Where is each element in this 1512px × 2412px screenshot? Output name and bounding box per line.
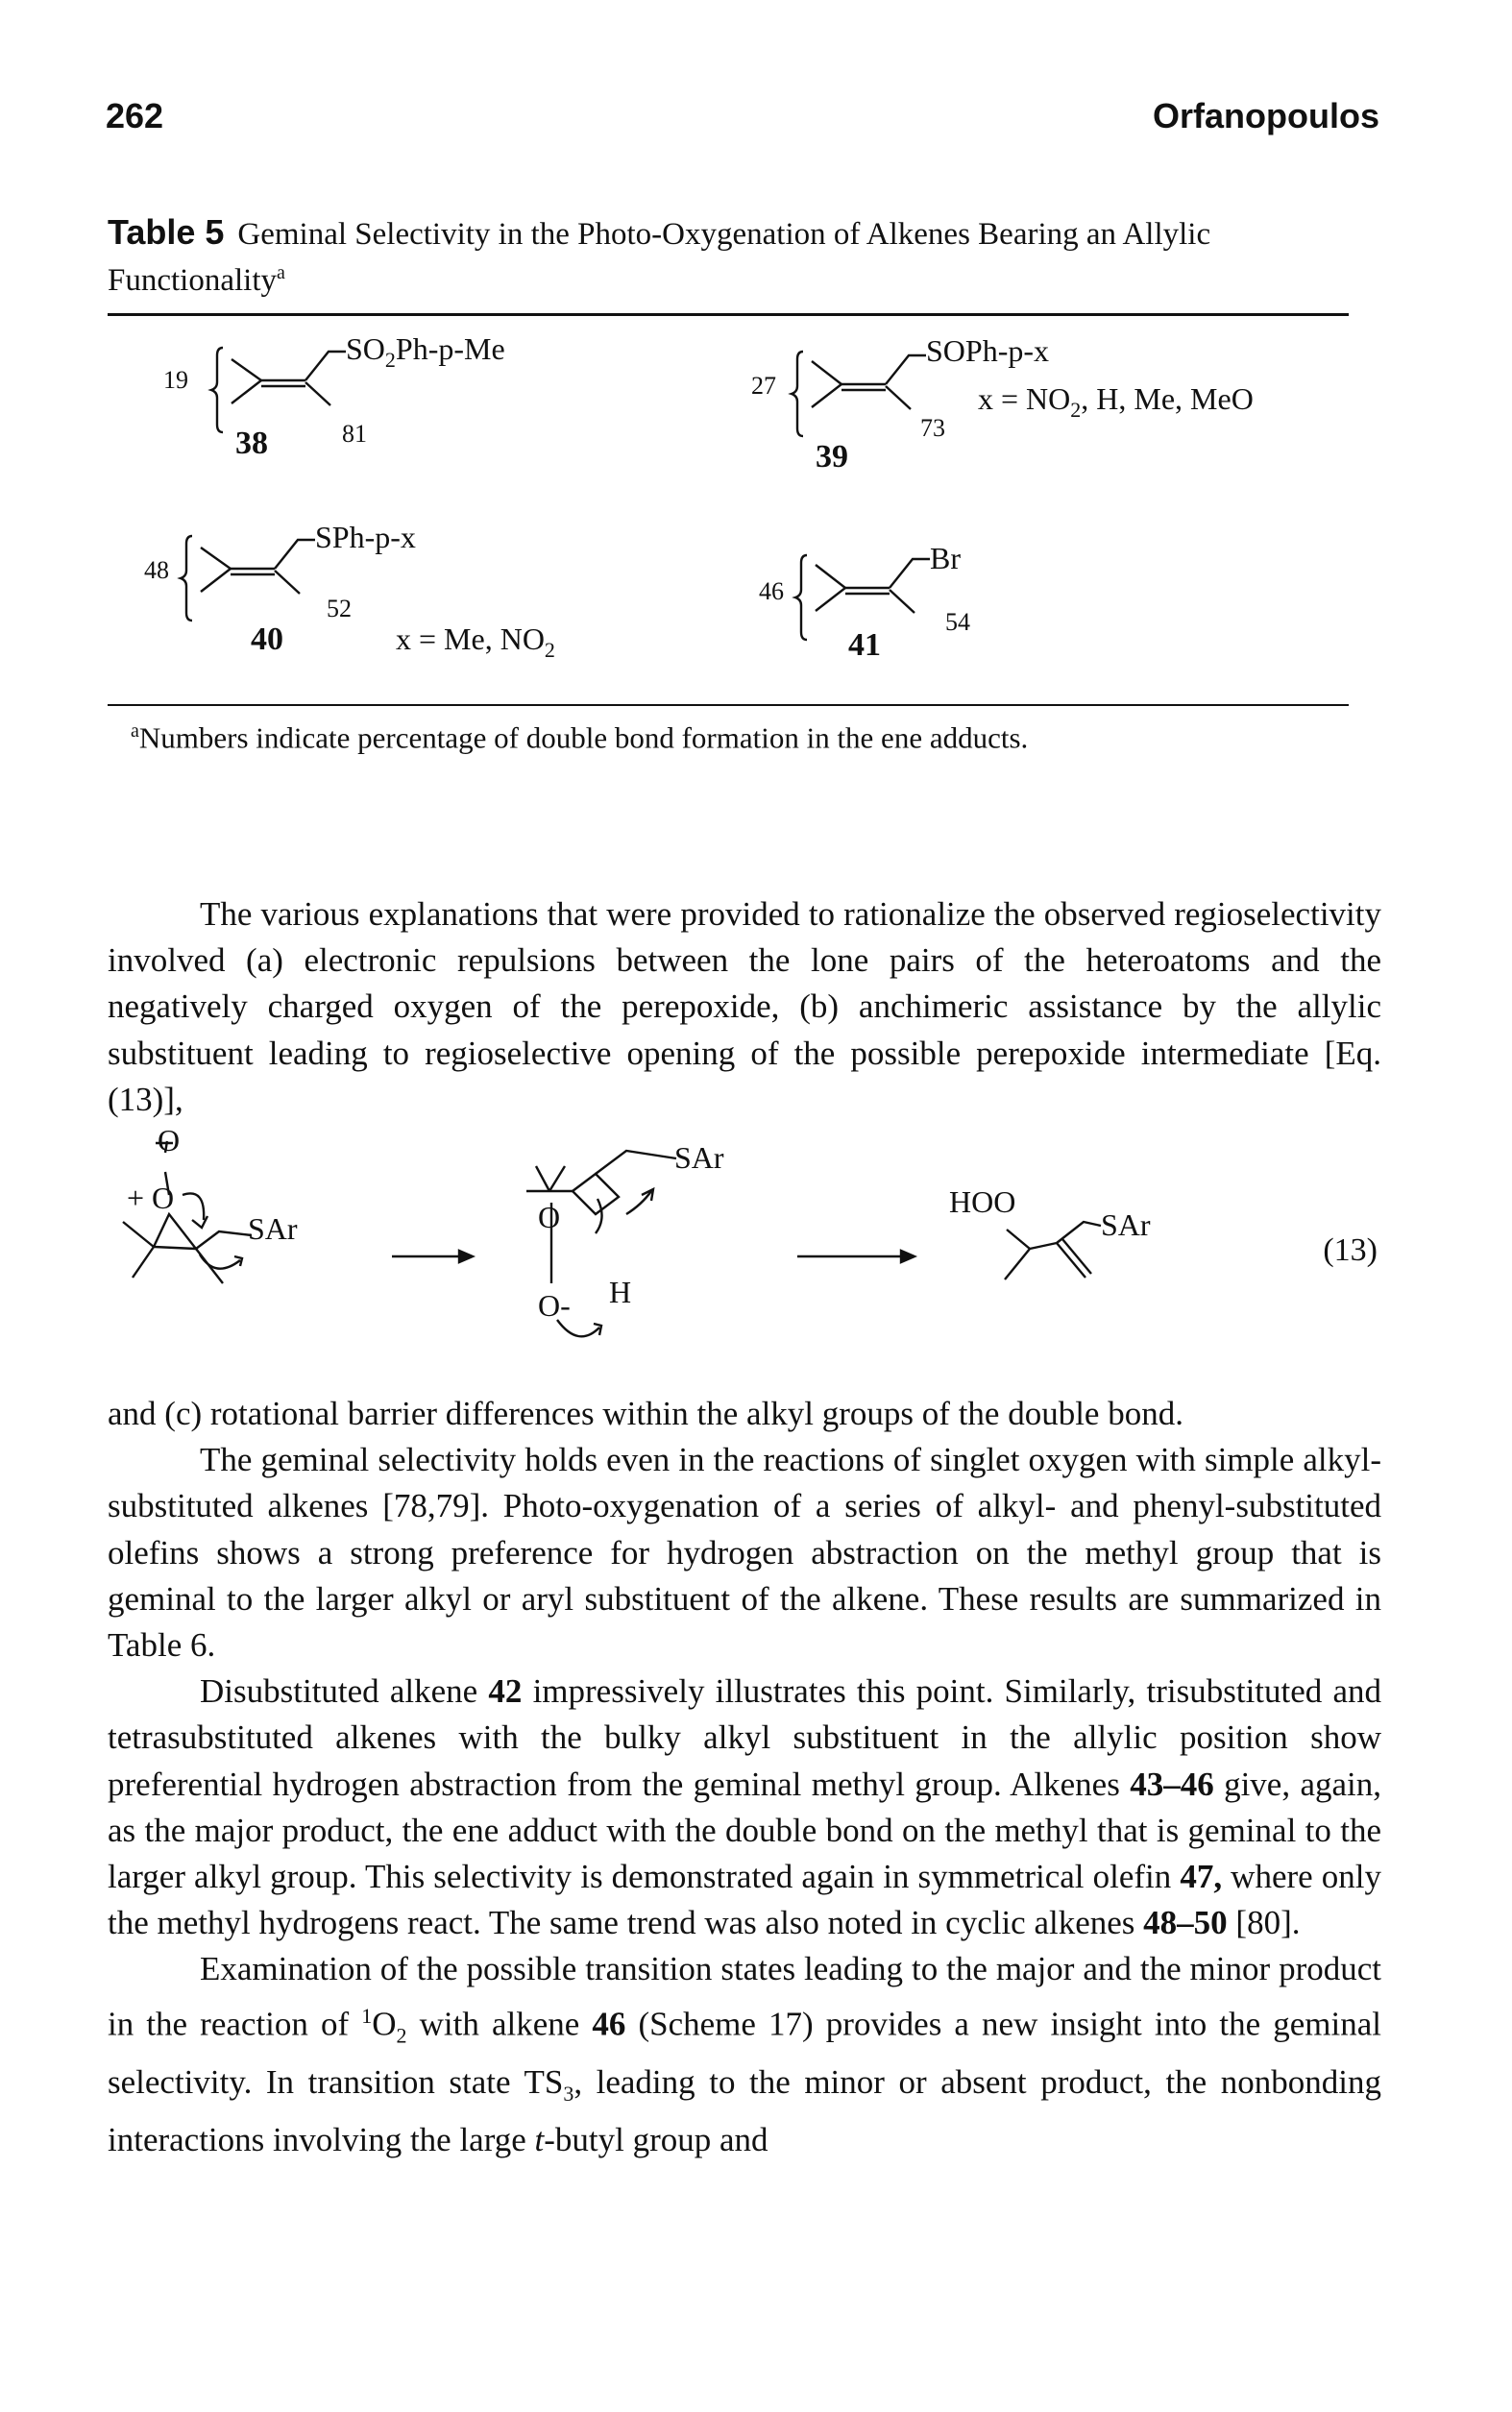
table-caption-marker: a [277,262,285,283]
compound-40-left-value: 48 [144,556,169,584]
compound-39-number: 39 [816,439,848,475]
eq-o-minus: O [158,1123,180,1157]
compound-40-note: x = Me, NO2 [396,621,555,662]
compound-ref-42: 42 [488,1672,523,1711]
compound-ref-46: 46 [592,2005,626,2043]
table-bottom-rule [108,704,1349,706]
body-text: and (c) rotational barrier differences w… [108,1391,1381,2163]
paragraph-1-text: The various explanations that were provi… [108,895,1381,1118]
table-label: Table 5 [108,212,225,252]
compound-38-left-value: 19 [163,366,188,394]
eq-o-mid: O [538,1200,560,1234]
paragraph-3: The geminal selectivity holds even in th… [108,1441,1381,1665]
compound-38-substituent: SO2Ph-p-Me [346,331,505,372]
equation-number: (13) [1323,1232,1378,1268]
table-footnote: aNumbers indicate percentage of double b… [131,720,1028,755]
eq-sar-3: SAr [1101,1207,1151,1242]
compound-ref-43-46: 43–46 [1130,1765,1214,1803]
equation-13: O + O SAr O O- H SAr HOO SAr (13) [122,1123,1378,1338]
paragraph-4: Disubstituted alkene 42 impressively ill… [108,1672,1381,1942]
compound-39-left-value: 27 [751,372,776,400]
running-head: Orfanopoulos [1153,96,1379,135]
compound-38-number: 38 [235,426,268,461]
eq-o-mid-2: O- [538,1288,571,1323]
paragraph-2: and (c) rotational barrier differences w… [108,1395,1183,1432]
eq-hoo: HOO [949,1184,1015,1219]
eq-h: H [609,1275,631,1309]
compound-41-left-value: 46 [759,577,784,605]
compound-38-right-value: 81 [342,420,367,448]
eq-sar-1: SAr [248,1211,298,1246]
footnote-text: Numbers indicate percentage of double bo… [138,720,1029,755]
compound-40-number: 40 [251,621,283,657]
footnote-marker: a [131,720,139,742]
compound-40-substituent: SPh-p-x [315,520,416,554]
compound-39-right-value: 73 [920,414,945,442]
compound-ref-48-50: 48–50 [1143,1904,1228,1942]
compound-40-right-value: 52 [327,595,352,622]
table-top-rule [108,313,1349,316]
compound-41-right-value: 54 [945,608,970,636]
eq-sar-2: SAr [674,1140,724,1175]
compound-39-substituent: SOPh-p-x [926,333,1049,368]
table-caption-text: Geminal Selectivity in the Photo-Oxygena… [108,217,1211,298]
paragraph-1: The various explanations that were provi… [108,891,1381,1123]
eq-o-plus: + O [127,1181,174,1215]
page-number: 262 [106,96,164,135]
compound-41-number: 41 [848,627,881,663]
compound-ref-47: 47, [1180,1858,1223,1896]
compound-41-substituent: Br [930,541,961,575]
paragraph-5: Examination of the possible transition s… [108,1950,1381,2158]
compound-39-note: x = NO2, H, Me, MeO [978,381,1254,422]
table-structures: 19 SO2Ph-p-Me 38 81 27 SOPh-p-x x = NO2,… [144,331,1254,663]
